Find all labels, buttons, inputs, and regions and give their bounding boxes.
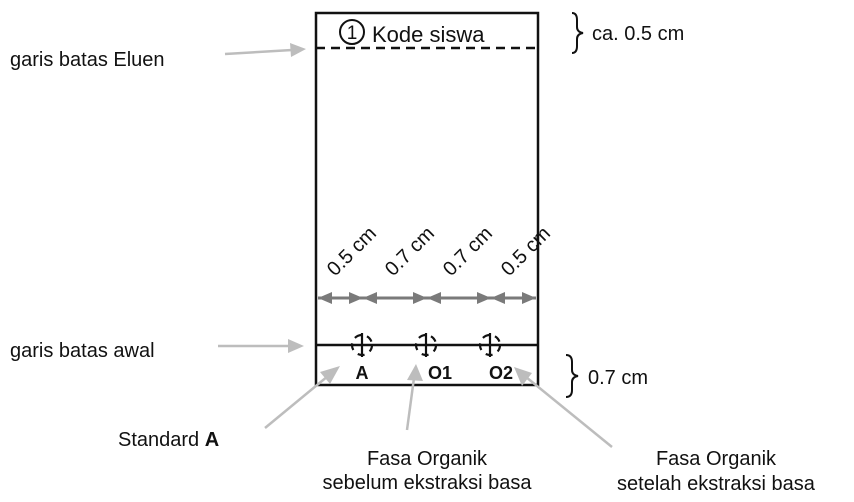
spacing-label-1: 0.5 cm [323,223,381,281]
organic-before-line2: sebelum ekstraksi basa [323,472,533,494]
start-line-label: garis batas awal [10,340,155,362]
organic-before-line1: Fasa Organik [367,448,488,470]
standard-pointer-arrow [264,366,340,429]
spot-label-o2: O2 [489,363,513,383]
top-distance-brace [571,12,584,54]
top-distance-label: ca. 0.5 cm [592,23,684,45]
eluent-pointer-arrow [224,43,306,57]
organic-after-line2: setelah ekstraksi basa [617,473,816,495]
bottom-distance-brace [565,354,579,398]
bottom-distance-label: 0.7 cm [588,367,648,389]
spot-label-o1: O1 [428,363,452,383]
organic-after-pointer-arrow [514,367,613,448]
tlc-plate [314,11,540,387]
organic-before-pointer-arrow [405,364,423,431]
spot-o1 [414,333,438,357]
spacing-arrows [318,292,536,304]
spot-o2 [478,333,502,357]
spot-label-a: A [356,363,369,383]
student-code-label: Kode siswa [372,22,485,47]
spacing-label-3: 0.7 cm [439,223,497,281]
spacing-label-2: 0.7 cm [381,223,439,281]
eluent-line-label: garis batas Eluen [10,49,165,71]
student-code-number: 1 [347,23,358,44]
student-code-circle [339,19,365,45]
organic-after-line1: Fasa Organik [656,448,777,470]
standard-callout-prefix: Standard [118,429,205,451]
standard-callout-letter: A [205,429,219,451]
spacing-label-4: 0.5 cm [497,223,555,281]
spot-a [350,333,374,357]
standard-callout: Standard A [118,429,219,451]
start-pointer-arrow [218,339,304,353]
